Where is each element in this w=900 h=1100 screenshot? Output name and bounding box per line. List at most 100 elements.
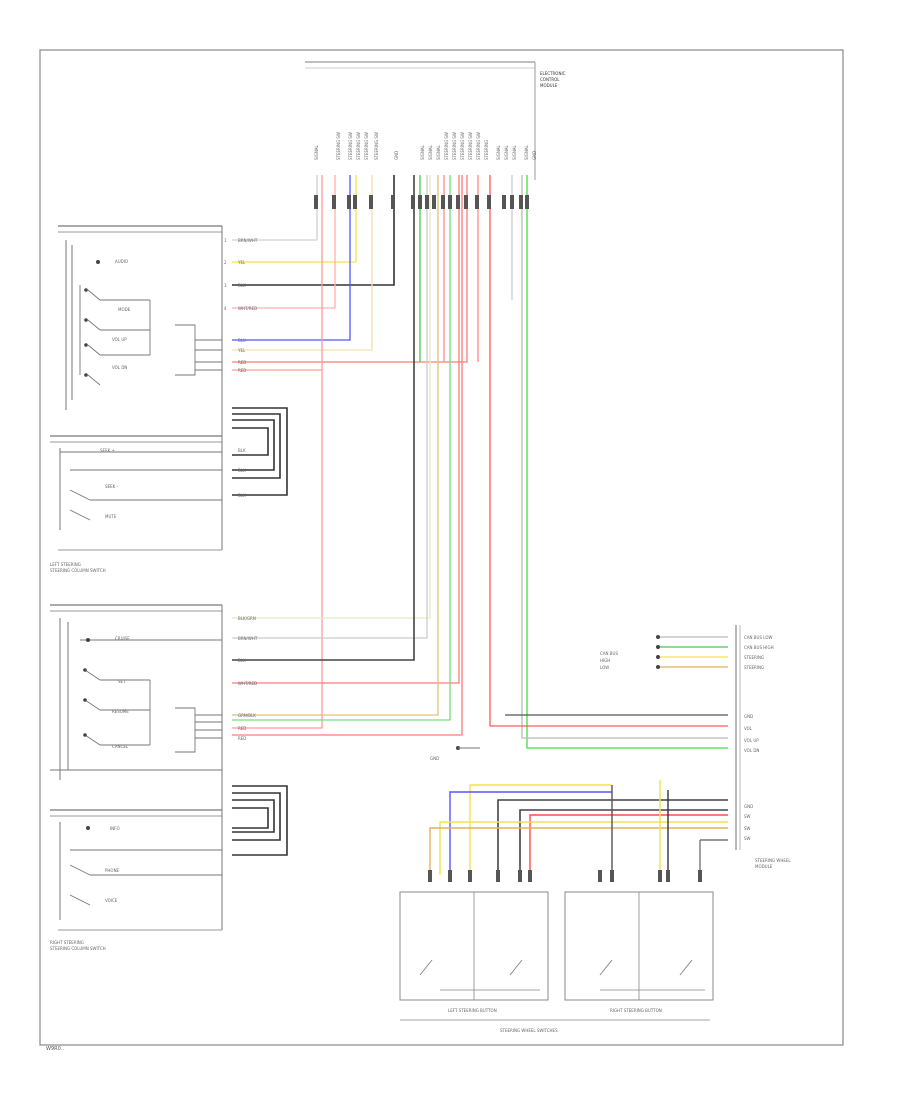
svg-text:SIGNAL: SIGNAL: [436, 144, 441, 160]
right-steering-button-box: [564, 891, 714, 1001]
wires: [232, 175, 728, 749]
ground-symbol: GND: [430, 746, 480, 761]
svg-text:BRN/WHT: BRN/WHT: [238, 636, 258, 641]
top-pin-markers: [314, 195, 529, 209]
svg-text:CAN BUS: CAN BUS: [600, 651, 618, 656]
svg-text:INFO: INFO: [110, 826, 120, 831]
svg-text:MUTE: MUTE: [105, 514, 117, 519]
svg-text:3: 3: [224, 283, 227, 288]
svg-text:SET: SET: [118, 679, 126, 684]
svg-text:STEERING COLUMN SWITCH: STEERING COLUMN SWITCH: [50, 946, 106, 951]
bottom-connector-pins: [428, 870, 702, 882]
svg-text:RED: RED: [238, 736, 246, 741]
svg-text:4: 4: [224, 306, 227, 311]
svg-text:MODULE: MODULE: [540, 83, 558, 88]
svg-text:STEERING SW: STEERING SW: [348, 132, 353, 160]
right-steering-switch: BLK/GRN BRN/WHT BLK WHT/RED GRN/BLK RED …: [50, 604, 258, 930]
svg-text:2: 2: [224, 260, 227, 265]
svg-text:BLK: BLK: [238, 468, 246, 473]
svg-text:VOICE: VOICE: [105, 898, 118, 903]
svg-text:VOL DN: VOL DN: [112, 365, 127, 370]
svg-text:GND: GND: [394, 151, 399, 160]
svg-text:SIGNAL: SIGNAL: [420, 144, 425, 160]
svg-text:CAN BUS HIGH: CAN BUS HIGH: [744, 645, 774, 650]
bottom-labels: LEFT STEERING BUTTON RIGHT STEERING BUTT…: [400, 1008, 710, 1033]
svg-text:STEERING SW: STEERING SW: [356, 132, 361, 160]
bottom-wires: [429, 780, 728, 875]
svg-text:1: 1: [224, 238, 227, 243]
right-steering-switch-lower: INFO PHONE VOICE RIGHT STEERING STEERING…: [50, 785, 288, 951]
svg-text:GRN/BLK: GRN/BLK: [238, 713, 256, 718]
svg-text:WHT/RED: WHT/RED: [238, 681, 257, 686]
svg-text:SEEK +: SEEK +: [100, 448, 115, 453]
svg-text:SIGNAL: SIGNAL: [524, 144, 529, 160]
svg-text:BLK/GRN: BLK/GRN: [238, 616, 256, 621]
svg-text:GND: GND: [430, 756, 439, 761]
svg-text:RESUME: RESUME: [112, 709, 129, 714]
svg-text:SW: SW: [744, 826, 751, 831]
svg-text:VOL UP: VOL UP: [112, 337, 127, 342]
svg-text:STEERING WHEEL: STEERING WHEEL: [755, 858, 791, 863]
svg-text:HIGH: HIGH: [600, 658, 610, 663]
svg-text:SIGNAL: SIGNAL: [512, 144, 517, 160]
svg-text:BLK: BLK: [238, 283, 246, 288]
svg-text:CAN BUS LOW: CAN BUS LOW: [744, 635, 773, 640]
svg-text:CANCEL: CANCEL: [112, 744, 129, 749]
steering-wheel-module: CAN BUS LOW CAN BUS HIGH STEERING STEERI…: [600, 625, 791, 869]
svg-text:LEFT STEERING: LEFT STEERING: [50, 562, 81, 567]
svg-text:CONTROL: CONTROL: [540, 77, 560, 82]
svg-text:AUDIO: AUDIO: [115, 259, 128, 264]
svg-text:MODE: MODE: [118, 307, 131, 312]
svg-text:SEEK -: SEEK -: [105, 484, 118, 489]
svg-text:VOL UP: VOL UP: [744, 738, 759, 743]
svg-text:STEERING: STEERING: [484, 140, 489, 160]
svg-text:SIGNAL: SIGNAL: [428, 144, 433, 160]
svg-text:YEL: YEL: [237, 260, 246, 265]
svg-text:MODULE: MODULE: [755, 864, 773, 869]
svg-text:GND: GND: [744, 804, 753, 809]
svg-text:STEERING COLUMN SWITCH: STEERING COLUMN SWITCH: [50, 568, 106, 573]
svg-text:VOL DN: VOL DN: [744, 748, 759, 753]
svg-text:STEERING SW: STEERING SW: [444, 132, 449, 160]
svg-text:LEFT STEERING BUTTON: LEFT STEERING BUTTON: [448, 1008, 497, 1013]
svg-text:STEERING SW: STEERING SW: [374, 132, 379, 160]
top-ecu-connector: ELECTRONIC CONTROL MODULE SIGNAL STEERIN…: [305, 61, 566, 180]
svg-text:GND: GND: [532, 151, 537, 160]
svg-text:BLK: BLK: [238, 493, 246, 498]
left-steering-switch-lower: SEEK + SEEK - MUTE LEFT STEERING STEERIN…: [50, 407, 288, 573]
svg-text:STEERING SW: STEERING SW: [452, 132, 457, 160]
svg-text:RED: RED: [238, 360, 246, 365]
svg-text:RIGHT STEERING BUTTON: RIGHT STEERING BUTTON: [610, 1008, 662, 1013]
svg-text:VOL: VOL: [744, 726, 753, 731]
svg-text:LOW: LOW: [600, 665, 609, 670]
svg-text:STEERING SW: STEERING SW: [468, 132, 473, 160]
svg-text:STEERING: STEERING: [744, 665, 764, 670]
svg-text:RIGHT STEERING: RIGHT STEERING: [50, 940, 84, 945]
svg-text:BLU: BLU: [238, 338, 246, 343]
left-steering-button-box: [399, 891, 549, 1001]
diagram-frame: [39, 49, 844, 1046]
svg-text:GND: GND: [744, 714, 753, 719]
svg-text:BRN/WHT: BRN/WHT: [238, 238, 258, 243]
svg-text:SIGNAL: SIGNAL: [314, 144, 319, 160]
svg-text:BLK: BLK: [238, 658, 246, 663]
svg-text:STEERING SW: STEERING SW: [336, 132, 341, 160]
svg-text:YEL: YEL: [237, 348, 246, 353]
svg-text:BLK: BLK: [238, 448, 246, 453]
svg-text:PHONE: PHONE: [105, 868, 120, 873]
svg-text:CRUISE: CRUISE: [115, 636, 130, 641]
svg-text:STEERING WHEEL SWITCHES: STEERING WHEEL SWITCHES: [500, 1028, 558, 1033]
ecu-label: ELECTRONIC: [540, 71, 566, 76]
svg-text:WHT/RED: WHT/RED: [238, 306, 257, 311]
svg-text:SW: SW: [744, 836, 751, 841]
svg-text:STEERING SW: STEERING SW: [364, 132, 369, 160]
svg-text:RED: RED: [238, 726, 246, 731]
svg-text:SIGNAL: SIGNAL: [496, 144, 501, 160]
svg-text:STEERING SW: STEERING SW: [476, 132, 481, 160]
svg-text:SW: SW: [744, 814, 751, 819]
left-steering-switch: 1 2 3 4 BRN/WHT YEL BLK WHT/RED BLU YEL …: [58, 225, 258, 550]
svg-text:STEERING SW: STEERING SW: [460, 132, 465, 160]
svg-text:SIGNAL: SIGNAL: [504, 144, 509, 160]
